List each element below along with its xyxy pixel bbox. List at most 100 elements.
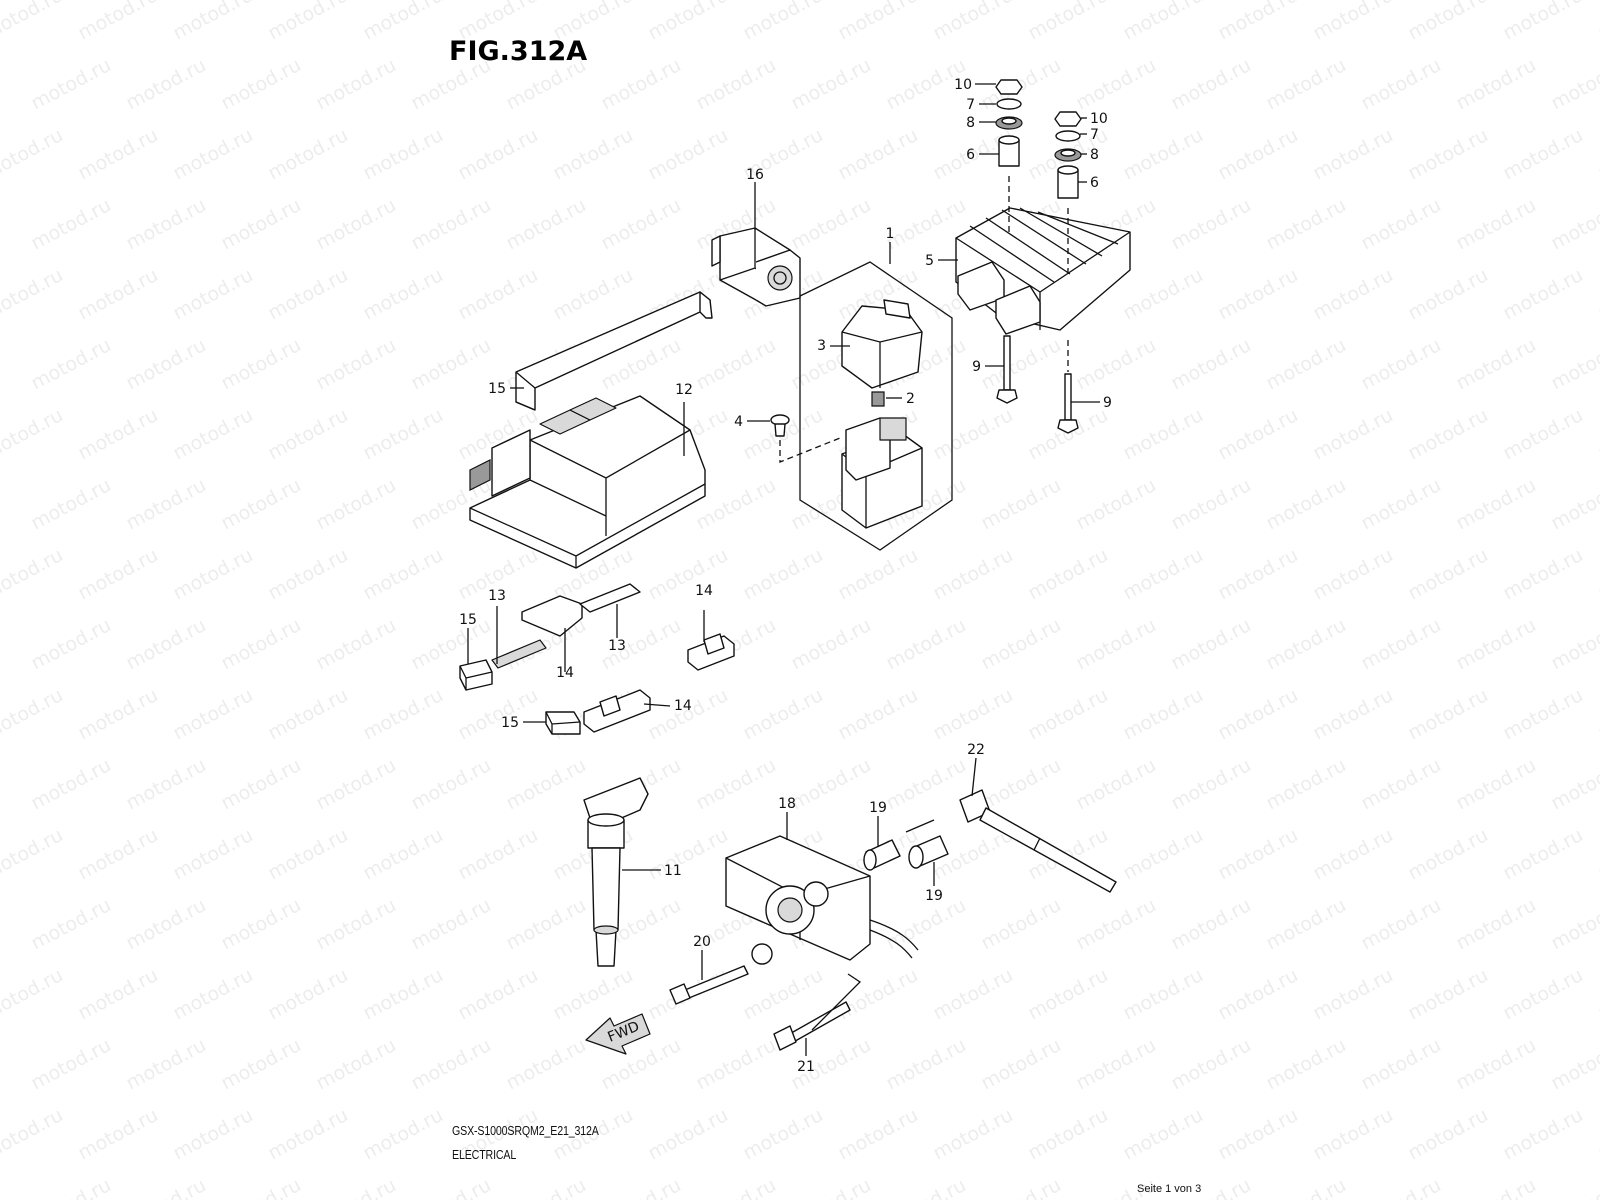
watermark-text: motod.ru [407,894,494,954]
watermark-text: motod.ru [217,894,304,954]
watermark-text: motod.ru [1309,404,1396,464]
watermark-text: motod.ru [27,1034,114,1094]
callout-6-left: 6 [966,147,975,163]
watermark-text: motod.ru [1262,54,1349,114]
part-3-relay-cover[interactable] [841,299,923,389]
part-9-bolt-right[interactable] [1057,340,1079,434]
part-2-fuse[interactable] [871,391,885,407]
watermark-text: motod.ru [1452,894,1539,954]
watermark-text: motod.ru [312,1034,399,1094]
hardware-stack-right[interactable] [1054,111,1082,276]
watermark-text: motod.ru [977,1034,1064,1094]
watermark-text: motod.ru [217,54,304,114]
watermark-text: motod.ru [1119,0,1206,44]
watermark-text: motod.ru [1499,684,1586,744]
watermark-text: motod.ru [1072,894,1159,954]
watermark-text: motod.ru [1547,1174,1600,1200]
watermark-text: motod.ru [1167,614,1254,674]
watermark-text: motod.ru [1452,54,1539,114]
part-11-ignition-coil[interactable] [583,777,649,967]
watermark-text: motod.ru [217,194,304,254]
watermark-text: motod.ru [1309,824,1396,884]
part-9-bolt-left[interactable] [996,335,1018,404]
part-18-servo-motor[interactable] [725,835,919,965]
watermark-text: motod.ru [549,964,636,1024]
watermark-text: motod.ru [1214,544,1301,604]
watermark-text: motod.ru [74,264,161,324]
watermark-text: motod.ru [1309,264,1396,324]
callout-7-left: 7 [966,97,975,113]
watermark-text: motod.ru [359,264,446,324]
watermark-text: motod.ru [644,0,731,44]
callout-1: 1 [886,226,895,242]
watermark-text: motod.ru [692,1034,779,1094]
watermark-text: motod.ru [122,1034,209,1094]
watermark-text: motod.ru [1309,124,1396,184]
part-5-regulator-rectifier[interactable] [955,207,1131,335]
watermark-text: motod.ru [977,754,1064,814]
part-16-band[interactable] [515,291,713,411]
callout-6-right: 6 [1090,175,1099,191]
cushions-group[interactable] [459,583,735,735]
watermark-text: motod.ru [1357,54,1444,114]
callout-14-mid: 14 [556,665,574,681]
part-21-bolt[interactable] [773,973,862,1051]
part-1-starter-relay-assembly[interactable] [799,261,953,551]
watermark-text: motod.ru [122,474,209,534]
part-19-cushions[interactable] [863,819,949,871]
watermark-text: motod.ru [1262,614,1349,674]
watermark-text: motod.ru [1167,474,1254,534]
watermark-text: motod.ru [1072,334,1159,394]
watermark-text: motod.ru [454,824,541,884]
watermark-text: motod.ru [74,1104,161,1164]
watermark-text: motod.ru [882,1174,969,1200]
watermark-text: motod.ru [739,0,826,44]
section-name: ELECTRICAL [452,1147,517,1162]
watermark-text: motod.ru [834,0,921,44]
watermark-text: motod.ru [0,1104,67,1164]
watermark-text: motod.ru [787,54,874,114]
watermark-text: motod.ru [1404,404,1491,464]
watermark-text: motod.ru [739,1104,826,1164]
part-20-bolt[interactable] [669,965,749,1005]
watermark-text: motod.ru [122,194,209,254]
part-4-relay-screw[interactable] [770,414,841,463]
watermark-text: motod.ru [1452,1034,1539,1094]
watermark-text: motod.ru [977,1174,1064,1200]
watermark-text: motod.ru [0,264,67,324]
watermark-text: motod.ru [217,474,304,534]
watermark-text: motod.ru [1214,1104,1301,1164]
watermark-text: motod.ru [502,1174,589,1200]
watermark-text: motod.ru [1119,1104,1206,1164]
watermark-text: motod.ru [739,684,826,744]
part-22-clamp[interactable] [959,789,1117,893]
watermark-text: motod.ru [312,334,399,394]
page-indicator: Seite 1 von 3 [1137,1183,1202,1195]
callout-3: 3 [817,338,826,354]
watermark-text: motod.ru [359,544,446,604]
callout-11: 11 [664,863,682,879]
watermark-text: motod.ru [1404,264,1491,324]
starter-relay-body [841,417,923,529]
figure-title: FIG.312A [449,36,588,67]
part-12-ecm[interactable] [469,395,706,569]
watermark-text: motod.ru [264,124,351,184]
watermark-text: motod.ru [1357,894,1444,954]
watermark-text: motod.ru [1404,544,1491,604]
watermark-text: motod.ru [122,894,209,954]
watermark-text: motod.ru [1214,0,1301,44]
watermark-text: motod.ru [549,264,636,324]
watermark-text: motod.ru [597,194,684,254]
watermark-text: motod.ru [359,404,446,464]
part-17-connector[interactable] [711,227,801,307]
callout-13-top: 13 [488,588,506,604]
watermark-text: motod.ru [1262,894,1349,954]
watermark-text: motod.ru [359,964,446,1024]
watermark-text: motod.ru [882,614,969,674]
watermark-text: motod.ru [169,824,256,884]
watermark-text: motod.ru [692,1174,779,1200]
hardware-stack-left[interactable] [995,79,1023,236]
watermark-text: motod.ru [1309,0,1396,44]
